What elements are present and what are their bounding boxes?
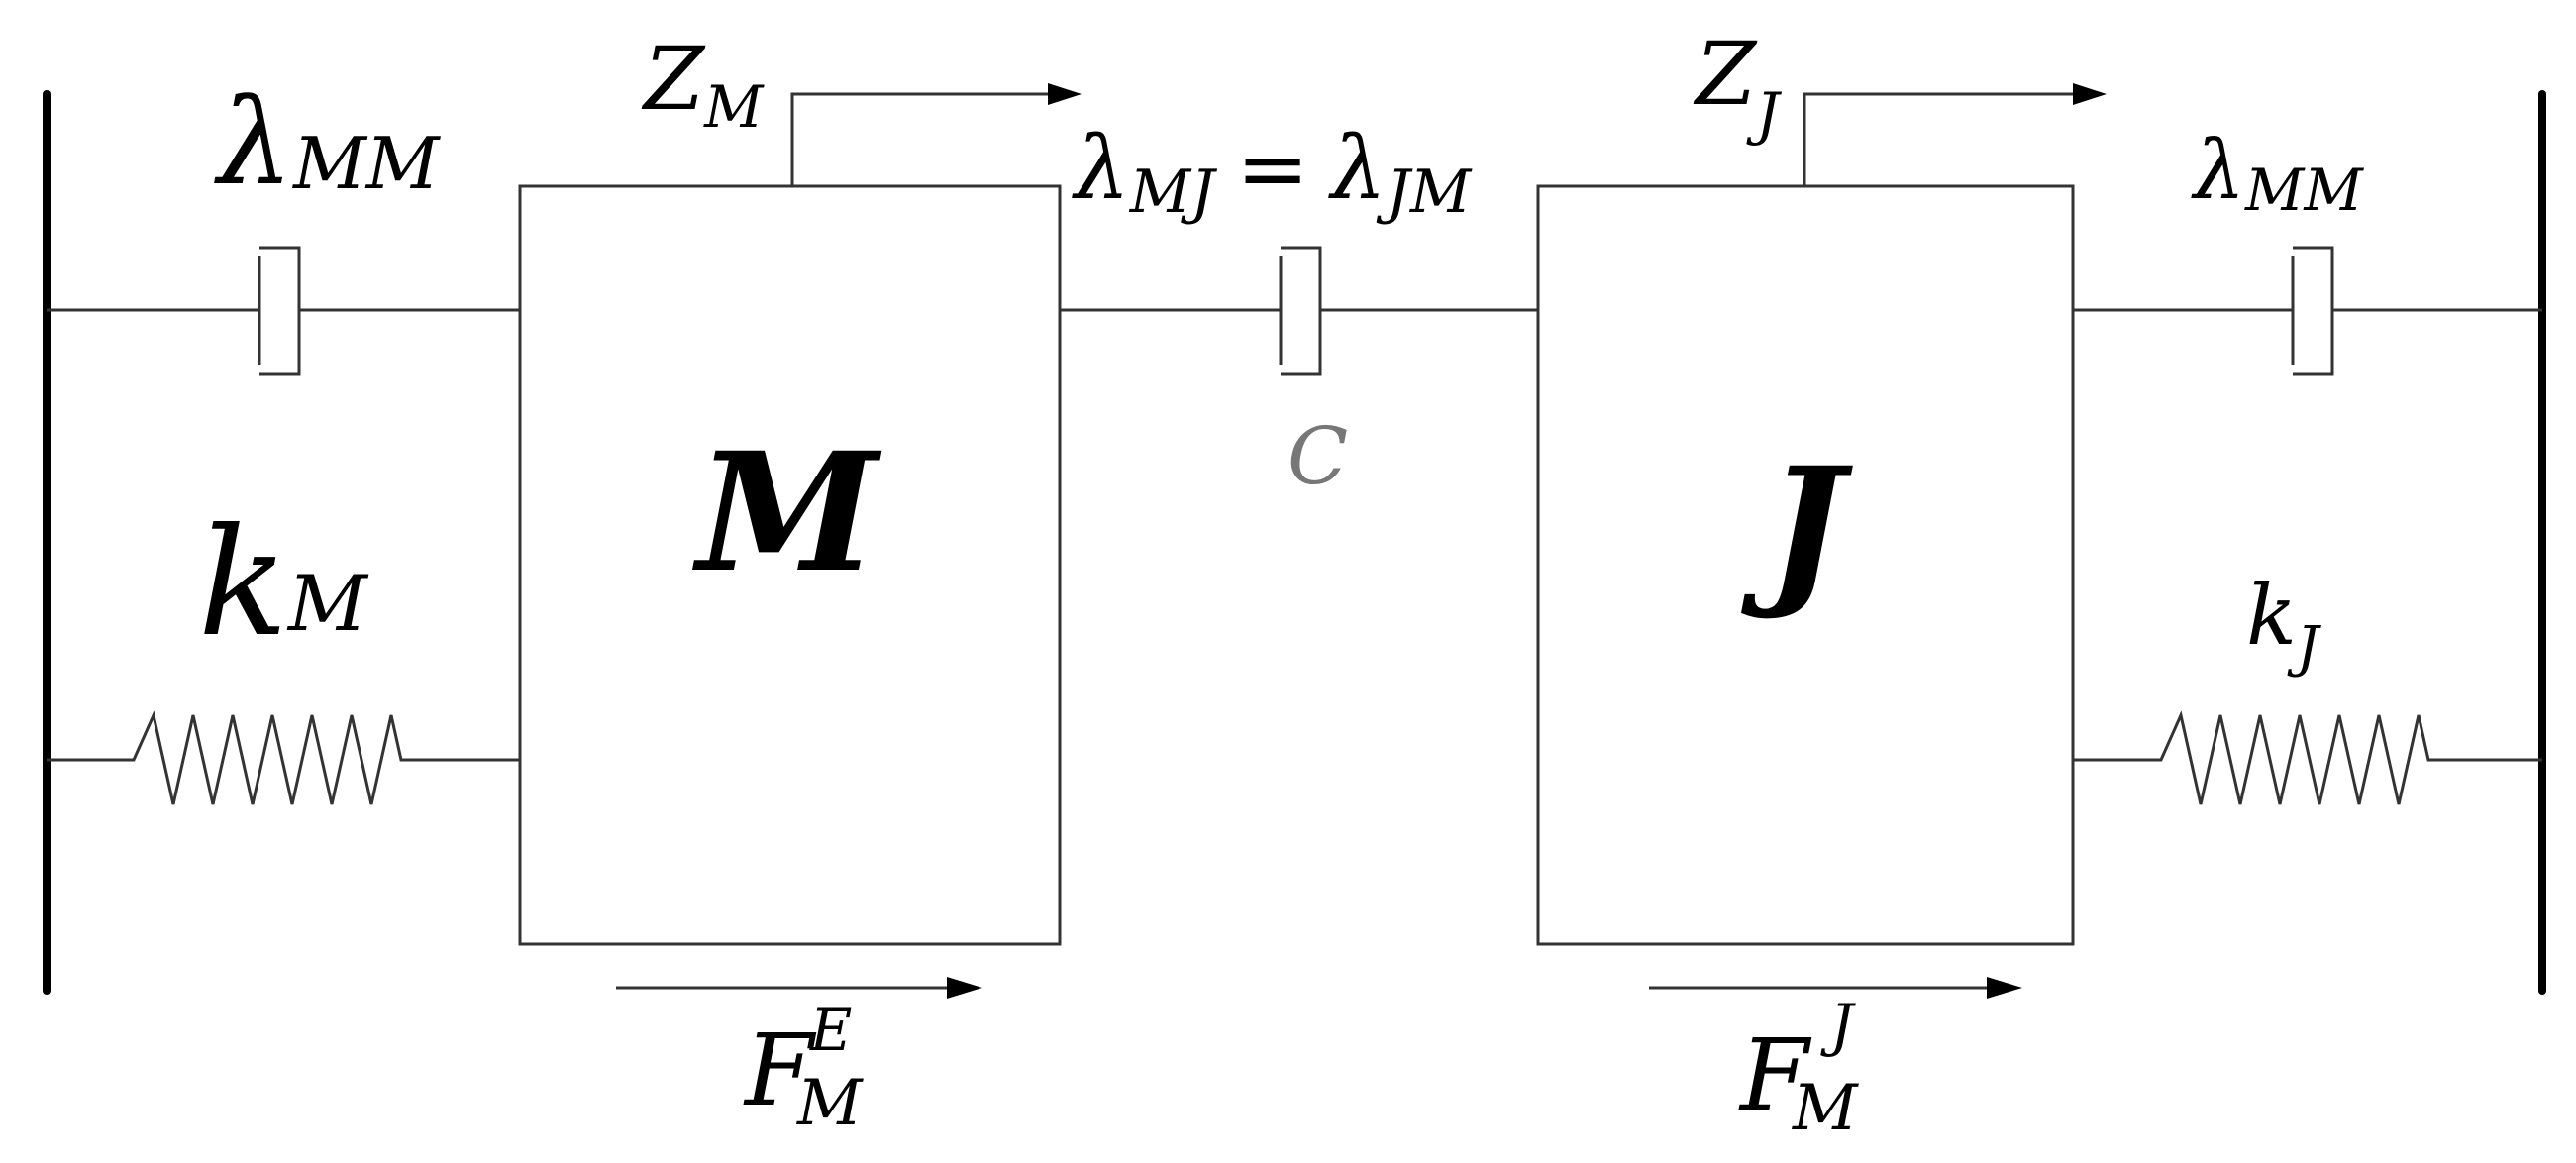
- force-label-j: F J M: [1738, 992, 1859, 1145]
- force-arrow-j: [1649, 977, 2022, 999]
- svg-text:J: J: [1820, 992, 1856, 1059]
- force-label-m: F E M: [743, 997, 864, 1140]
- right-spring-label: kJ: [2246, 567, 2322, 680]
- displacement-label-m: ZM: [641, 28, 765, 141]
- right-damper: [2073, 246, 2542, 376]
- left-spring: [47, 710, 520, 805]
- left-damper-label: λMM: [214, 74, 442, 212]
- left-damper: [47, 246, 520, 376]
- coupling-label: C: [1288, 410, 1348, 502]
- mass-label-m: M: [692, 416, 882, 608]
- right-damper-label: λMM: [2191, 124, 2364, 224]
- mass-block-j: [1536, 184, 2075, 946]
- svg-text:M: M: [796, 1067, 864, 1140]
- middle-damper-label: λMJ=λJM: [1072, 117, 1473, 227]
- mass-block-m: [518, 184, 1062, 946]
- force-arrow-m: [616, 977, 982, 999]
- svg-text:F: F: [743, 1012, 817, 1128]
- displacement-arrow-j: [1803, 83, 2107, 186]
- displacement-arrow-m: [790, 83, 1082, 186]
- left-spring-label: kM: [198, 497, 369, 670]
- svg-text:M: M: [1792, 1072, 1859, 1145]
- right-spring: [2073, 710, 2542, 805]
- displacement-label-j: ZJ: [1693, 23, 1782, 148]
- svg-text:E: E: [809, 997, 852, 1064]
- middle-damper: [1060, 246, 1538, 376]
- svg-text:F: F: [1738, 1017, 1812, 1133]
